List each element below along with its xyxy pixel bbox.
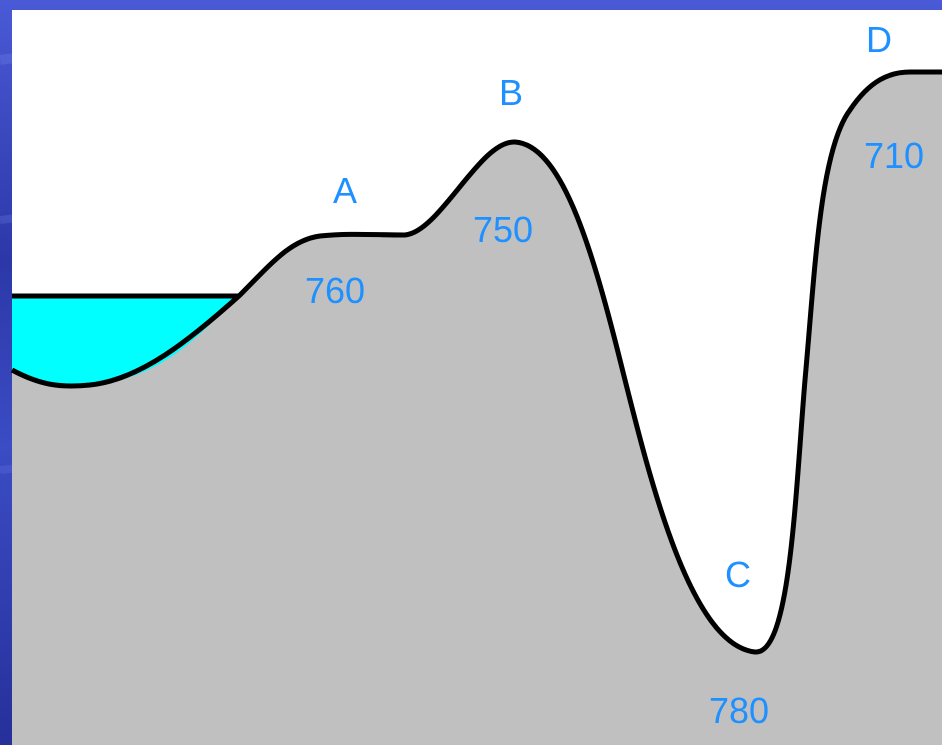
ground-fill [12,72,942,745]
point-a-letter: A [333,170,357,211]
point-c-letter: C [725,554,751,595]
point-d-letter: D [866,19,892,60]
point-d-value: 710 [864,135,924,176]
point-c-value: 780 [709,690,769,731]
point-a-value: 760 [305,270,365,311]
lake-water [12,296,238,387]
point-b-value: 750 [473,209,533,250]
point-b-letter: B [499,72,523,113]
ground-outline [10,69,942,655]
